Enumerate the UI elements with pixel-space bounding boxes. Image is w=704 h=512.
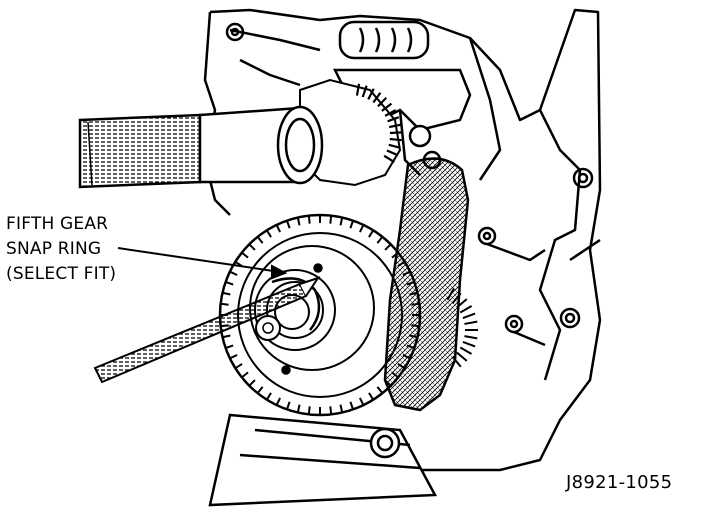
lower-housing [208, 413, 438, 507]
gear-tooth [229, 354, 238, 360]
gear-tooth [376, 236, 384, 244]
gear-tooth [225, 281, 234, 286]
gear-tooth [368, 229, 375, 238]
gear-tooth [451, 292, 462, 304]
gear-tooth [349, 401, 354, 410]
main-shaft [78, 105, 324, 189]
pry-tool [93, 276, 321, 384]
callout-line-3: (SELECT FIT) [6, 264, 117, 284]
gear-tooth [386, 149, 399, 157]
gear-tooth [286, 401, 291, 410]
gear-tooth [384, 109, 397, 117]
gear-tooth [222, 291, 231, 296]
gear-tooth [256, 386, 264, 394]
gear-tooth [265, 392, 272, 401]
gear-tooth [355, 83, 361, 96]
gear-tooth [286, 220, 291, 229]
snap-ring [271, 277, 321, 331]
gear-tooth [372, 92, 382, 104]
gear-tooth [307, 215, 311, 224]
gear-tooth [329, 406, 333, 415]
gear-tooth [381, 102, 393, 112]
gear-tooth [368, 392, 375, 401]
gear-tooth [256, 236, 264, 244]
gear-tooth [462, 312, 476, 319]
gear-tooth [361, 85, 368, 98]
gear-tooth [388, 143, 401, 149]
gear-tooth [384, 243, 392, 251]
gear-tooth [225, 344, 234, 349]
gear-tooth [456, 351, 468, 362]
gear-tooth [339, 404, 344, 413]
gear-tooth [307, 406, 311, 415]
gear-tooth [383, 154, 395, 164]
gear-tooth [359, 397, 365, 406]
fifth-gear [218, 213, 422, 417]
snap-ring-callout: FIFTH GEAR SNAP RING (SELECT FIT) [6, 212, 116, 287]
gear-tooth [464, 335, 478, 340]
gear-tooth [220, 302, 229, 306]
gear-tooth [367, 88, 375, 100]
counter-gear [446, 287, 478, 368]
gear-tooth [339, 217, 344, 226]
gear-tooth [446, 287, 455, 301]
gear-tooth [234, 363, 243, 370]
gear-tooth [388, 123, 402, 129]
gear-tooth [329, 215, 333, 224]
gear-tooth [275, 397, 281, 406]
gear-tooth [248, 379, 256, 387]
leader-line [117, 247, 288, 280]
gear-tooth [389, 137, 402, 142]
gear-tooth [451, 356, 462, 368]
gear-tooth [459, 305, 473, 314]
gear-tooth [222, 334, 231, 339]
gear-tooth [265, 229, 272, 238]
upper-gear [299, 78, 402, 187]
transmission-case [203, 8, 602, 472]
gear-tooth [376, 386, 384, 394]
figure-id: J8921-1055 [566, 472, 673, 493]
gear-tooth [248, 243, 256, 251]
shift-fork [383, 157, 470, 412]
gear-tooth [387, 116, 400, 123]
gear-tooth [229, 270, 238, 276]
gear-tooth [296, 217, 301, 226]
gear-tooth [296, 404, 301, 413]
gear-tooth [462, 341, 476, 348]
gear-tooth [377, 97, 388, 108]
gear-tooth [389, 131, 402, 135]
gear-tooth [275, 224, 281, 233]
callout-line-2: SNAP RING [6, 239, 102, 259]
callout-line-1: FIFTH GEAR [6, 214, 109, 234]
gear-tooth [459, 346, 473, 355]
gear-tooth [359, 224, 365, 233]
gear-tooth [349, 220, 354, 229]
gear-tooth [241, 251, 249, 259]
gear-tooth [241, 371, 249, 379]
gear-tooth [456, 298, 468, 309]
gear-tooth [464, 320, 478, 325]
